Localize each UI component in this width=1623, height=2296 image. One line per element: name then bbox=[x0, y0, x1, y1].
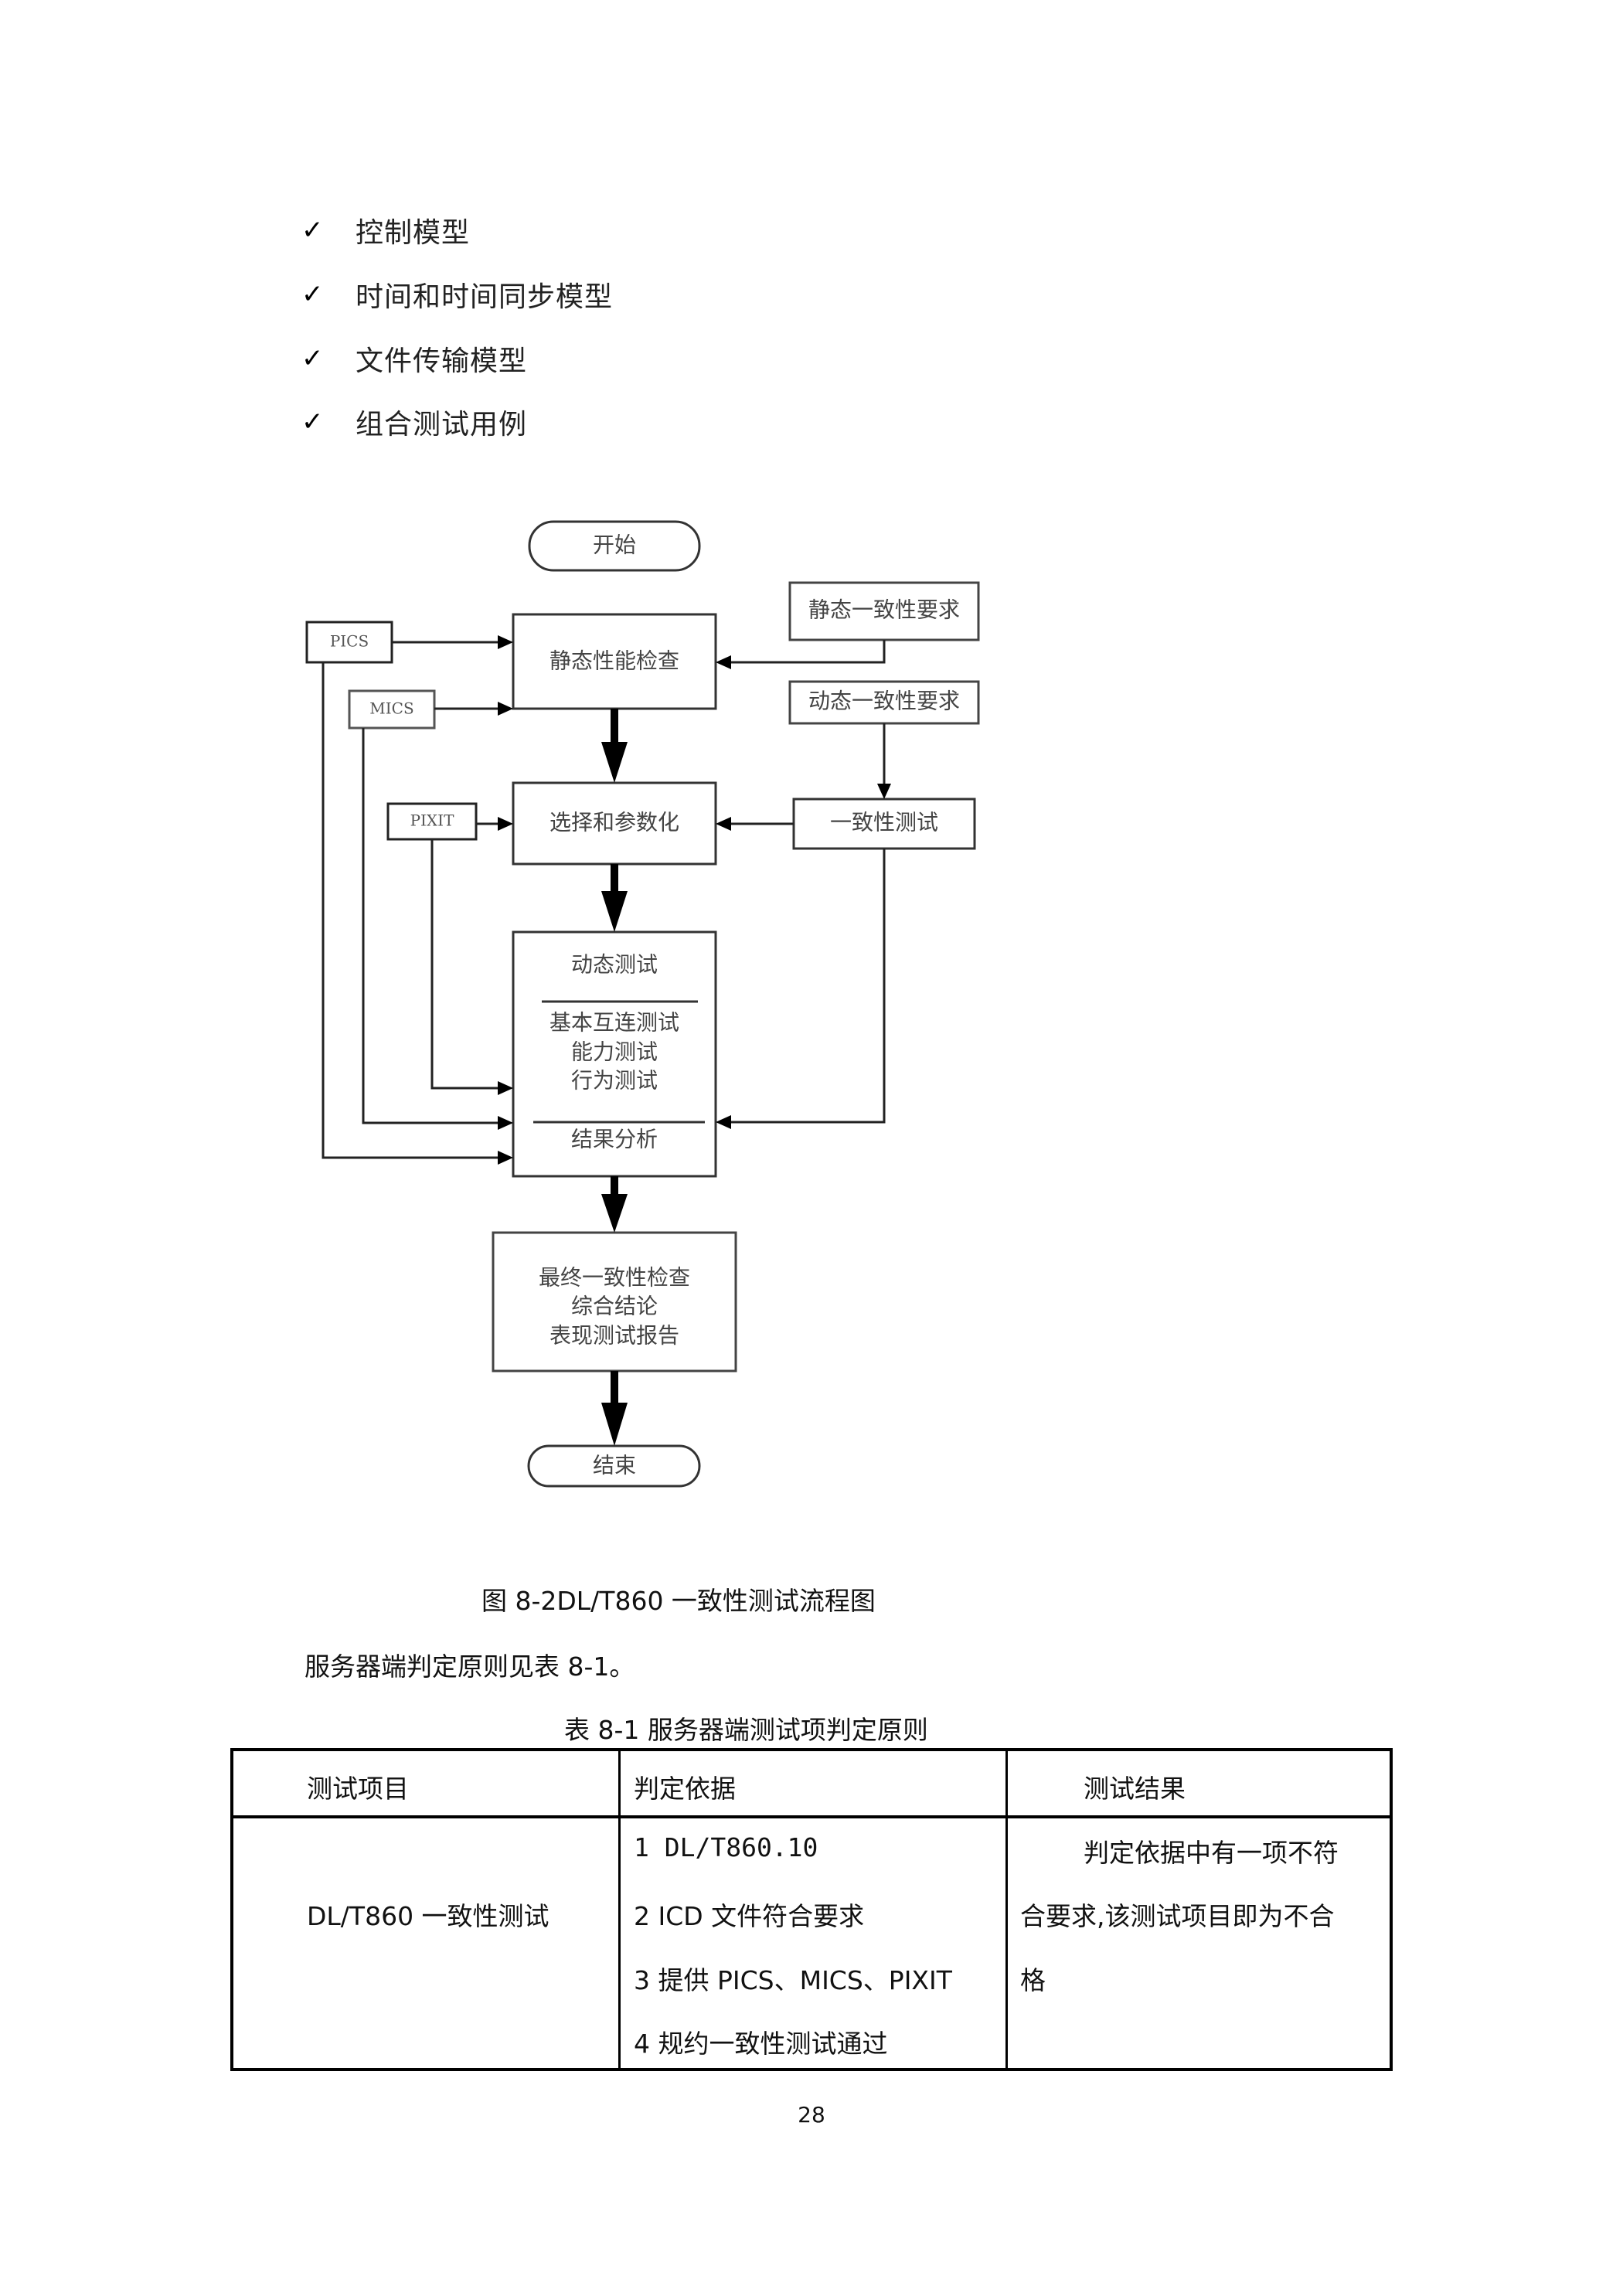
criteria-line: 4 规约一致性测试通过 bbox=[634, 2029, 888, 2059]
result-analysis-label: 结果分析 bbox=[571, 1127, 658, 1152]
column-divider bbox=[1005, 1751, 1008, 2068]
static-requirement-label: 静态一致性要求 bbox=[808, 597, 960, 623]
final-check-line: 表现测试报告 bbox=[550, 1323, 679, 1349]
dynamic-test-line: 基本互连测试 bbox=[550, 1010, 679, 1036]
table-header-cell: 判定依据 bbox=[634, 1774, 736, 1804]
dynamic-test-line: 行为测试 bbox=[571, 1068, 658, 1094]
checklist-item-label: 组合测试用例 bbox=[356, 409, 528, 440]
check-mark-icon: ✓ bbox=[301, 406, 324, 437]
arrow-right-icon bbox=[498, 1081, 513, 1095]
table-caption: 表 8-1 服务器端测试项判定原则 bbox=[564, 1715, 928, 1745]
pixit-box: PIXIT bbox=[386, 802, 478, 841]
pixit-label: PIXIT bbox=[410, 811, 454, 830]
arrow-down-icon bbox=[601, 1176, 628, 1233]
flowchart: 开始 PICS MICS PIXIT 静态性能检查 选择和参数化 动态测试 基本… bbox=[305, 520, 980, 1488]
column-divider bbox=[618, 1751, 621, 2068]
arrow-down-icon bbox=[601, 709, 628, 783]
check-mark-icon: ✓ bbox=[301, 215, 324, 246]
select-param-box: 选择和参数化 bbox=[512, 781, 717, 866]
dynamic-test-title: 动态测试 bbox=[571, 952, 658, 978]
static-check-box: 静态性能检查 bbox=[512, 613, 717, 710]
checklist-item: ✓ 文件传输模型 bbox=[301, 335, 527, 382]
arrow-right-icon bbox=[498, 635, 513, 649]
arrow-down-icon bbox=[601, 1371, 628, 1446]
criteria-line: 3 提供 PICS、MICS、PIXIT bbox=[634, 1965, 952, 1995]
checklist-item-label: 时间和时间同步模型 bbox=[356, 281, 614, 313]
select-param-label: 选择和参数化 bbox=[550, 810, 679, 835]
arrow-right-icon bbox=[498, 817, 513, 831]
checklist-item: ✓ 时间和时间同步模型 bbox=[301, 271, 613, 318]
result-line: 判定依据中有一项不符 bbox=[1084, 1838, 1339, 1868]
arrow-down-icon bbox=[877, 784, 891, 799]
checklist-item: ✓ 控制模型 bbox=[301, 207, 470, 253]
arrow-right-icon bbox=[498, 702, 513, 716]
conformance-test-label: 一致性测试 bbox=[830, 810, 938, 835]
final-check-line: 最终一致性检查 bbox=[539, 1265, 690, 1291]
arrow-left-icon bbox=[716, 655, 731, 669]
dynamic-requirement-label: 动态一致性要求 bbox=[808, 689, 960, 714]
mics-label: MICS bbox=[369, 699, 413, 718]
checklist-item-label: 控制模型 bbox=[356, 217, 471, 249]
start-label: 开始 bbox=[593, 532, 636, 558]
criteria-line: 2 ICD 文件符合要求 bbox=[634, 1901, 865, 1931]
header-divider bbox=[233, 1815, 1390, 1818]
check-mark-icon: ✓ bbox=[301, 279, 324, 310]
arrow-down-icon bbox=[601, 864, 628, 932]
pics-box: PICS bbox=[305, 621, 393, 664]
figure-caption: 图 8-2DL/T860 一致性测试流程图 bbox=[481, 1586, 876, 1616]
static-requirement-box: 静态一致性要求 bbox=[788, 581, 980, 641]
result-line: 合要求,该测试项目即为不合 bbox=[1020, 1901, 1335, 1931]
dynamic-requirement-box: 动态一致性要求 bbox=[788, 680, 980, 725]
mics-box: MICS bbox=[348, 689, 436, 730]
arrow-left-icon bbox=[716, 817, 731, 831]
conformance-test-box: 一致性测试 bbox=[792, 798, 976, 850]
result-line: 格 bbox=[1020, 1965, 1046, 1995]
pics-label: PICS bbox=[330, 632, 369, 651]
criteria-table: 测试项目 判定依据 测试结果 DL/T860 一致性测试 1 DL/T860.1… bbox=[230, 1748, 1393, 2071]
start-terminal: 开始 bbox=[528, 520, 701, 572]
test-item-cell: DL/T860 一致性测试 bbox=[307, 1901, 550, 1931]
final-check-line: 综合结论 bbox=[571, 1294, 658, 1319]
static-check-label: 静态性能检查 bbox=[550, 648, 679, 674]
arrow-right-icon bbox=[498, 1151, 513, 1165]
end-terminal: 结束 bbox=[527, 1444, 701, 1488]
arrow-right-icon bbox=[498, 1116, 513, 1130]
checklist-item: ✓ 组合测试用例 bbox=[301, 399, 527, 445]
final-check-box: 最终一致性检查 综合结论 表现测试报告 bbox=[492, 1231, 737, 1372]
page-number: 28 bbox=[798, 2102, 825, 2128]
check-mark-icon: ✓ bbox=[301, 343, 324, 374]
checklist-item-label: 文件传输模型 bbox=[356, 345, 528, 377]
table-header-cell: 测试结果 bbox=[1084, 1774, 1186, 1804]
dynamic-test-line: 能力测试 bbox=[571, 1039, 658, 1065]
criteria-line: 1 DL/T860.10 bbox=[634, 1832, 818, 1862]
end-label: 结束 bbox=[593, 1453, 636, 1478]
main-flow-arrows bbox=[601, 709, 628, 1446]
arrow-left-icon bbox=[716, 1115, 731, 1129]
body-paragraph: 服务器端判定原则见表 8-1。 bbox=[305, 1651, 635, 1682]
arrowheads bbox=[498, 635, 891, 1165]
table-header-cell: 测试项目 bbox=[307, 1774, 409, 1804]
dynamic-test-box: 动态测试 基本互连测试 能力测试 行为测试 结果分析 bbox=[512, 930, 717, 1178]
